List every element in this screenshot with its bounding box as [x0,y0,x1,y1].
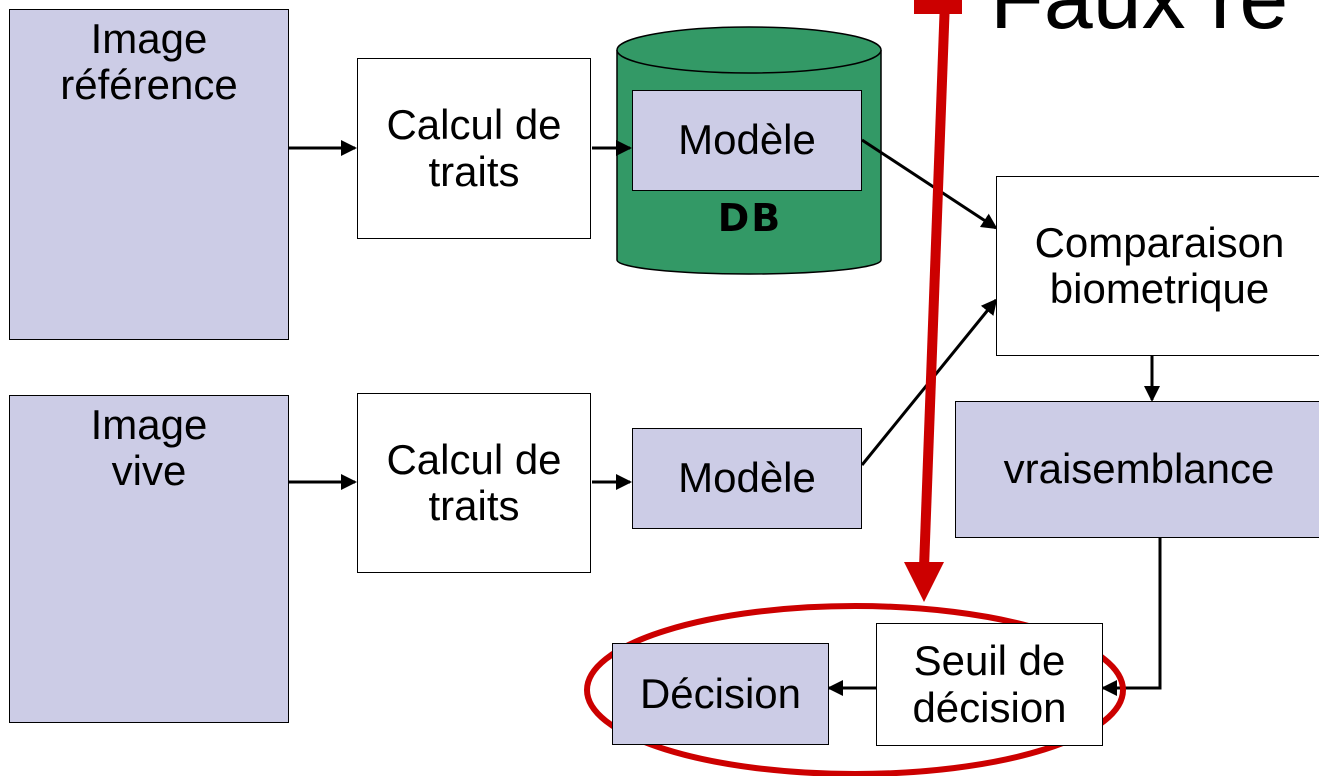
decision-label: Décision [639,669,802,717]
feature-extraction-top-label-1: Calcul de [386,101,562,149]
live-image-label-1: Image [90,401,208,448]
feature-extraction-bottom-label-2: traits [428,482,520,529]
arrow-stored-template-to-matcher [861,138,998,230]
live-image-label-2: vive [111,447,187,495]
stored-template-label: Modèle [678,116,816,164]
live-template-label: Modèle [678,454,816,502]
feature-extraction-bottom-label-1: Calcul de [386,435,562,483]
database-label: DB [717,196,783,240]
likelihood-score-box: vraisemblance [955,401,1319,538]
threshold-label-2: décision [912,683,1067,731]
feature-extraction-top-label-2: traits [428,147,520,195]
threshold-label-1: Seuil de [913,637,1066,685]
reference-image-label-1: Image [90,15,208,62]
decision-box: Décision [612,643,829,745]
matcher-label-2: biometrique [1049,265,1270,312]
red-annotation [584,0,1126,776]
stored-template-box: Modèle [632,90,862,191]
live-template-box: Modèle [632,428,862,529]
live-image-box: Image vive [9,395,289,723]
matcher-label-1: Comparaison [1034,218,1285,266]
likelihood-score-label: vraisemblance [1003,445,1275,493]
decision-highlight-ellipse [584,603,1126,776]
red-pointer-arrowhead [904,562,944,602]
feature-extraction-bottom: Calcul de traits [357,393,591,573]
cut-title-marker [914,0,962,14]
feature-extraction-top: Calcul de traits [357,58,591,239]
decision-threshold-box: Seuil de décision [876,623,1103,746]
cut-title-text: Faux re [990,0,1319,40]
reference-image-label-2: référence [60,61,238,109]
biometric-matcher-box: Comparaison biometrique [996,176,1319,356]
red-pointer-line [919,0,950,569]
reference-image-box: Image référence [9,9,289,340]
